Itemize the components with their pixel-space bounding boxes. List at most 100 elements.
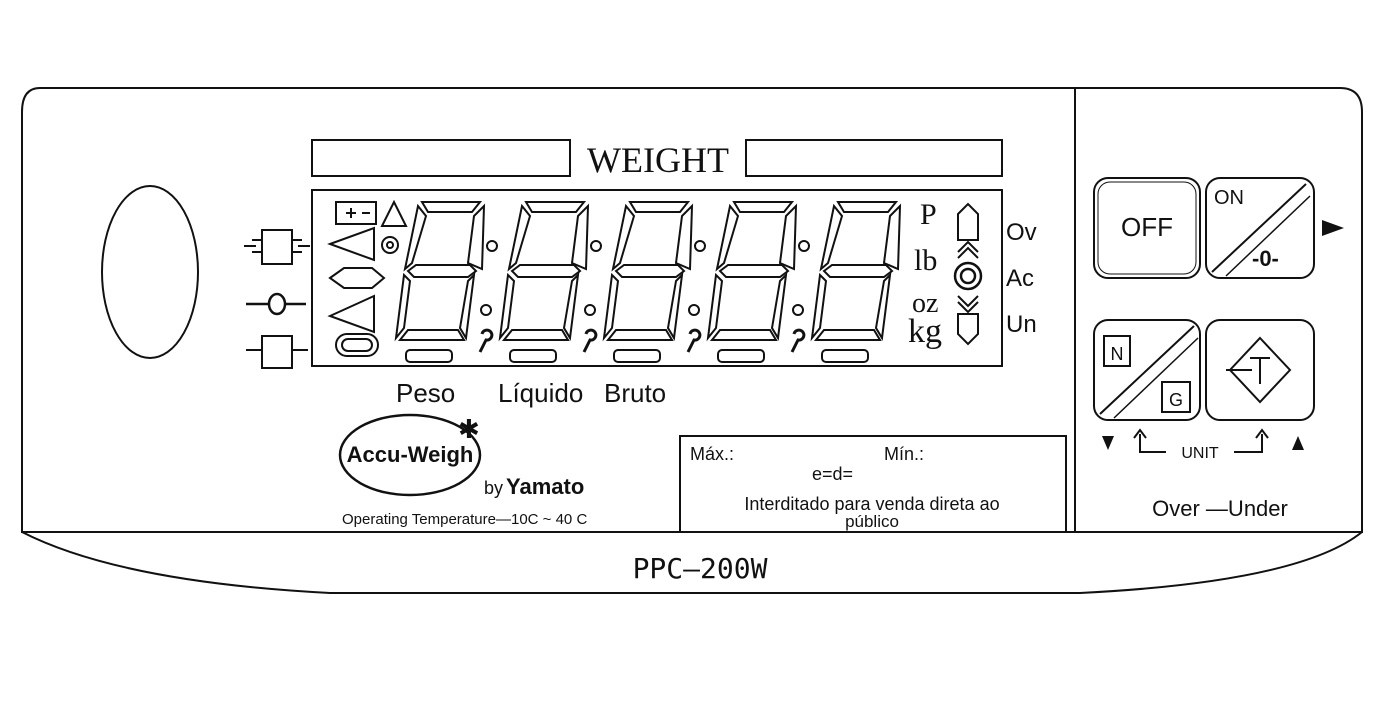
digit-segment [836,201,899,213]
digit-segment [770,272,788,341]
brand-logo: Accu-Weigh ✱ [338,413,482,497]
digit-segment [666,272,684,341]
lcd-window [311,189,1003,367]
decimal-comma [686,328,702,353]
tare-button[interactable] [1205,319,1315,421]
down-chevron-icon [957,295,979,346]
down-arrow-icon [1102,436,1114,450]
digit-segment [732,201,795,213]
unit-label: UNIT [1181,445,1219,462]
digit-segment [874,272,892,341]
spec-ed: e=d= [812,464,853,484]
colon-dot [688,304,700,316]
svg-text:N: N [1111,344,1124,364]
digit-segment [562,272,580,341]
off-button[interactable]: OFF [1093,177,1201,279]
unit-kg: kg [908,313,942,350]
digit-segment [810,272,828,342]
stable-icon [335,333,379,357]
digit-segment [406,264,478,278]
label-liquido: Líquido [498,378,583,408]
left-wedge-icon-2 [327,294,375,334]
battery-icon [335,201,377,225]
brand-maker: Yamato [506,474,584,499]
colon-dot [792,304,804,316]
zero-arrow-icon [246,292,306,316]
digit-underline [613,349,661,363]
digit-segment [674,203,694,271]
digit-underline [509,349,557,363]
up-arrow-icon [1292,436,1304,450]
spec-note: Interditado para venda direta ao [744,494,999,514]
unit-bracket-arrowheads [1133,428,1269,439]
weight-out-icon [246,335,308,369]
weight-bar-left [311,139,571,177]
on-zero-button[interactable]: ON -0- [1205,177,1315,279]
digit-group [394,201,902,363]
svg-text:-0-: -0- [1252,246,1279,271]
weight-bar-right [745,139,1003,177]
load-cell-icon [244,229,310,265]
digit-segment [605,329,674,341]
digit-segment [778,203,798,271]
digit-segment [524,201,587,213]
gear-icon [381,236,399,254]
digit-segment [498,272,516,342]
unit-p: P [920,198,937,231]
panel-bottom-lip [21,531,1363,594]
digit-segment [458,272,476,341]
digit-segment [813,329,882,341]
digit-underline [717,349,765,363]
svg-text:Accu-Weigh: Accu-Weigh [347,442,474,467]
digit-segment [420,201,483,213]
digit-segment [403,203,428,272]
unit-oz: oz [912,288,938,319]
status-un: Un [1006,311,1037,338]
tare-icon [1228,336,1292,404]
spec-box [679,435,1067,533]
decimal-comma [478,328,494,353]
colon-dot [584,304,596,316]
colon-dot [486,240,498,252]
digit-underline [821,349,869,363]
colon-dot [694,240,706,252]
digit-segment [507,203,532,272]
digit-segment [709,329,778,341]
digit-segment [882,203,902,271]
decimal-comma [790,328,806,353]
digit-segment [501,329,570,341]
right-arrow-icon [1322,220,1344,236]
digit-segment [628,201,691,213]
colon-dot [480,304,492,316]
over-under-label: Over —Under [1152,496,1288,521]
status-ov: Ov [1006,219,1037,246]
svg-text:G: G [1169,390,1183,410]
digit-segment [602,272,620,342]
digit-segment [718,264,790,278]
digit-segment [466,203,486,271]
colon-dot [798,240,810,252]
digit-segment [822,264,894,278]
net-gross-button[interactable]: N G [1093,319,1201,421]
center-circle-icon [953,261,983,291]
label-bruto: Bruto [604,378,666,408]
digit-segment [819,203,844,272]
colon-dot [590,240,602,252]
operating-temperature: Operating Temperature—10C ~ 40 C [342,511,587,528]
spec-max: Máx.: [690,444,734,464]
brand-by: by [484,478,503,498]
spec-min: Mín.: [884,444,924,464]
status-ac: Ac [1006,265,1034,292]
digit-segment [394,272,412,342]
left-wedge-icon [327,226,375,262]
digit-segment [397,329,466,341]
svg-text:ON: ON [1214,187,1244,209]
svg-text:OFF: OFF [1121,212,1173,242]
unit-bracket [1139,434,1263,453]
digit-segment [706,272,724,342]
display-title: WEIGHT [587,140,729,180]
up-chevron-icon [957,202,979,259]
model-number: PPC—200W [633,552,768,585]
hold-icon [328,267,386,289]
